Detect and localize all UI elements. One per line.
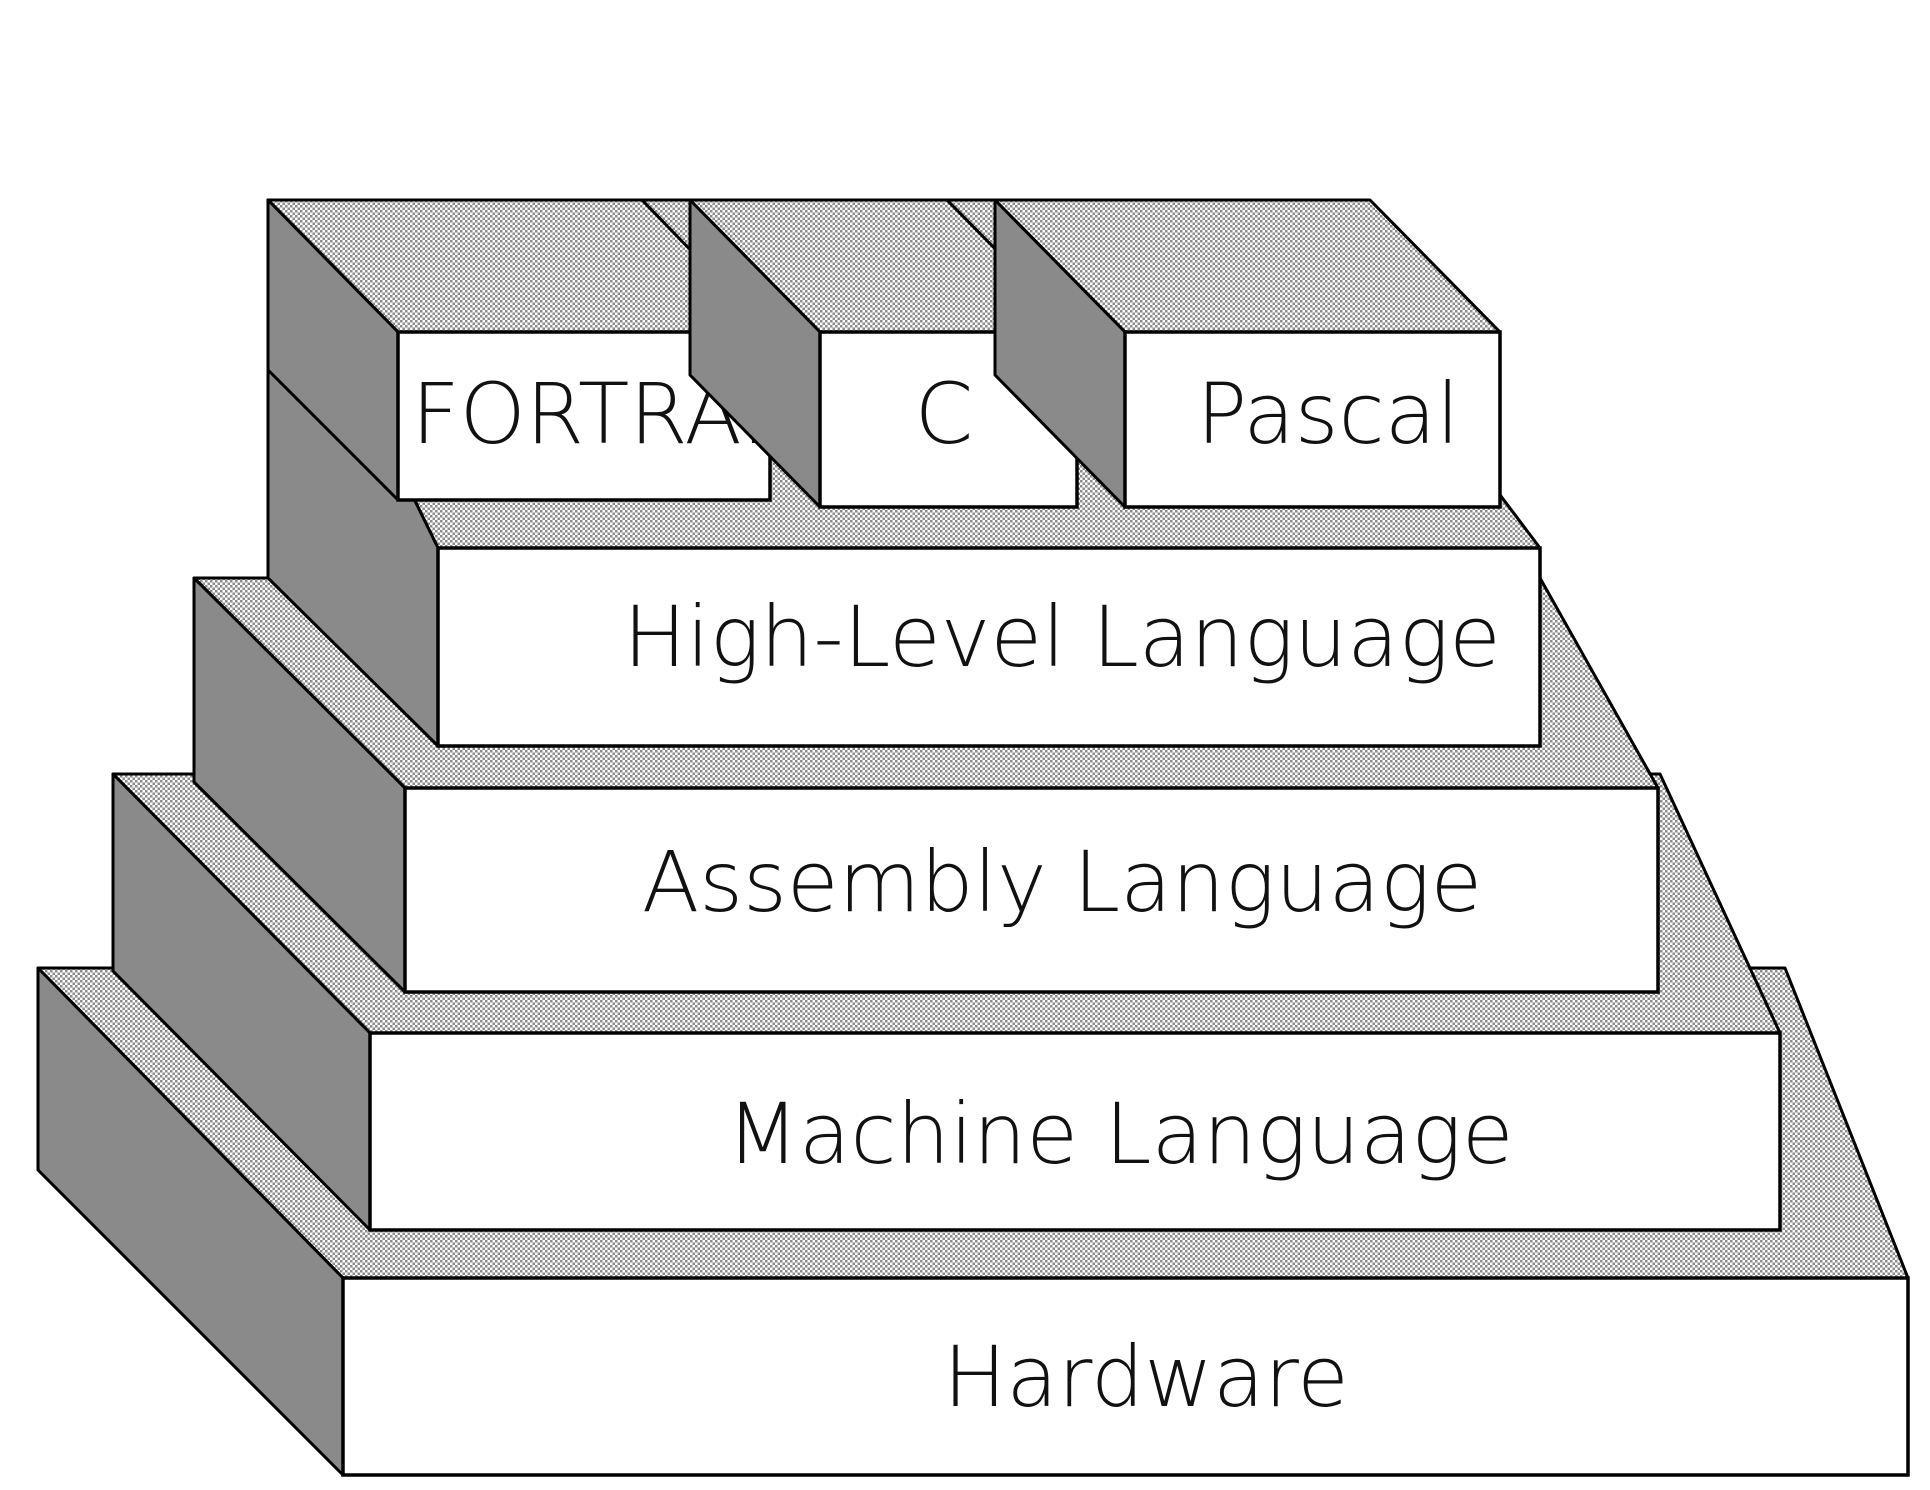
c-label: C xyxy=(915,365,974,463)
hardware-label: Hardware xyxy=(943,1328,1349,1426)
pascal-label: Pascal xyxy=(1196,365,1459,463)
machine-language-label: Machine Language xyxy=(726,1085,1513,1183)
high-level-language-front-face xyxy=(436,546,1542,748)
high-level-language-label: High-Level Language xyxy=(623,588,1501,686)
assembly-language-front-face xyxy=(403,786,1660,994)
machine-language-front-face xyxy=(368,1031,1782,1232)
language-block-c: C xyxy=(688,198,1079,509)
assembly-language-label: Assembly Language xyxy=(642,833,1482,931)
hardware-front-face xyxy=(341,1276,1910,1477)
fortran-front-face xyxy=(396,330,772,502)
pascal-front-face xyxy=(1123,330,1502,509)
language-block-pascal: Pascal xyxy=(993,198,1502,509)
